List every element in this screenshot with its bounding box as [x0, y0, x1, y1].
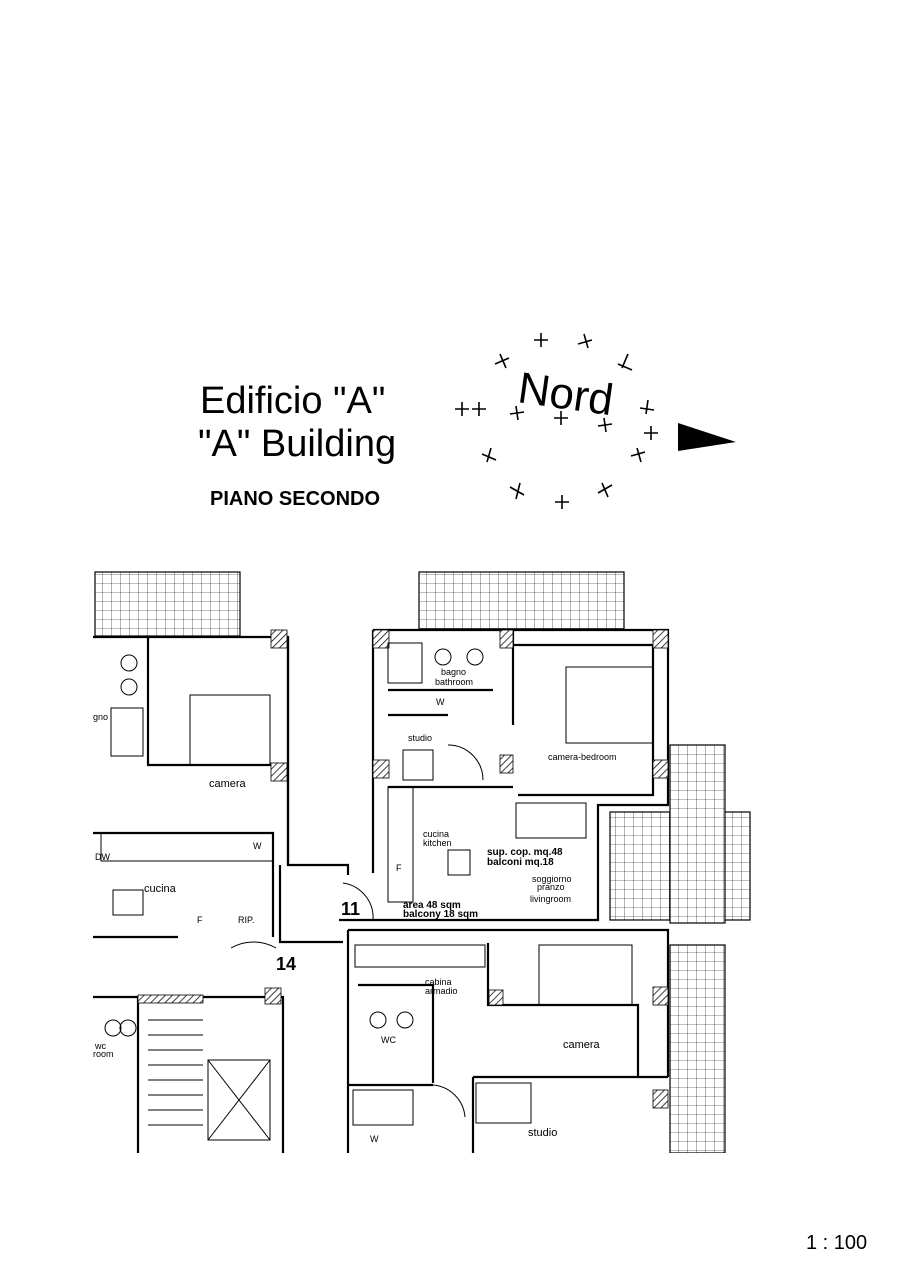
fixtures	[100, 642, 654, 1141]
room-label-f-left: F	[197, 915, 203, 925]
room-label-livingroom: livingroom	[530, 894, 571, 904]
room-label-camera-bottom: camera	[563, 1039, 601, 1051]
room-label-soggiorno: soggiorno	[532, 874, 572, 884]
compass-ring-marks	[455, 333, 658, 509]
north-compass: Nord	[455, 333, 736, 509]
room-label-dw: DW	[95, 852, 110, 862]
building-title-italian: Edificio "A"	[200, 380, 386, 422]
room-label-kitchen: kitchen	[423, 838, 452, 848]
room-label-w-left: W	[253, 841, 262, 851]
room-label-cucina: cucina	[423, 829, 449, 839]
room-label-room-left: room	[93, 1049, 114, 1059]
floor-title: PIANO SECONDO	[210, 488, 381, 510]
room-label-wc: WC	[381, 1035, 396, 1045]
floor-plan: bagno bathroom W camera-bedroom studio c…	[93, 571, 751, 1153]
room-label-w-bottom: W	[370, 1134, 379, 1144]
room-label-rip: RIP.	[238, 915, 254, 925]
area-labels: sup. cop. mq.48 balconi mq.18 area 48 sq…	[403, 847, 563, 920]
room-label-camera-bedroom: camera-bedroom	[548, 752, 617, 762]
north-arrow-icon	[678, 423, 736, 451]
room-label-f-kitchen: F	[396, 863, 402, 873]
room-label-bagno: bagno	[441, 667, 466, 677]
area-label-balconi: balconi mq.18	[487, 857, 554, 868]
area-label-area-en: area 48 sqm	[403, 900, 461, 911]
room-label-bathroom: bathroom	[435, 677, 473, 687]
room-label-armadio: armadio	[425, 986, 458, 996]
area-label-sup-cop: sup. cop. mq.48	[487, 847, 563, 858]
balconies	[94, 571, 751, 1153]
room-label-cucina-left: cucina	[144, 883, 177, 895]
room-label-wc-left: wc	[94, 1041, 106, 1051]
room-label-w-bath: W	[436, 697, 445, 707]
room-label-studio-top: studio	[408, 733, 432, 743]
exterior-walls	[93, 628, 670, 1153]
compass-label: Nord	[515, 363, 616, 425]
area-label-balcony-en: balcony 18 sqm	[403, 909, 478, 920]
scale-label: 1 : 100	[806, 1232, 868, 1254]
wall-hatching	[137, 629, 669, 1109]
room-labels: bagno bathroom W camera-bedroom studio c…	[93, 667, 617, 1144]
unit-number-14: 14	[276, 954, 296, 974]
room-label-cabina: cabina	[425, 977, 452, 987]
room-label-studio-bottom: studio	[528, 1127, 557, 1139]
room-label-pranzo: pranzo	[537, 882, 565, 892]
room-label-bagno-left: gno	[93, 712, 108, 722]
building-title-english: "A" Building	[198, 423, 397, 465]
room-label-camera-left: camera	[209, 778, 247, 790]
unit-number-11: 11	[341, 899, 360, 919]
